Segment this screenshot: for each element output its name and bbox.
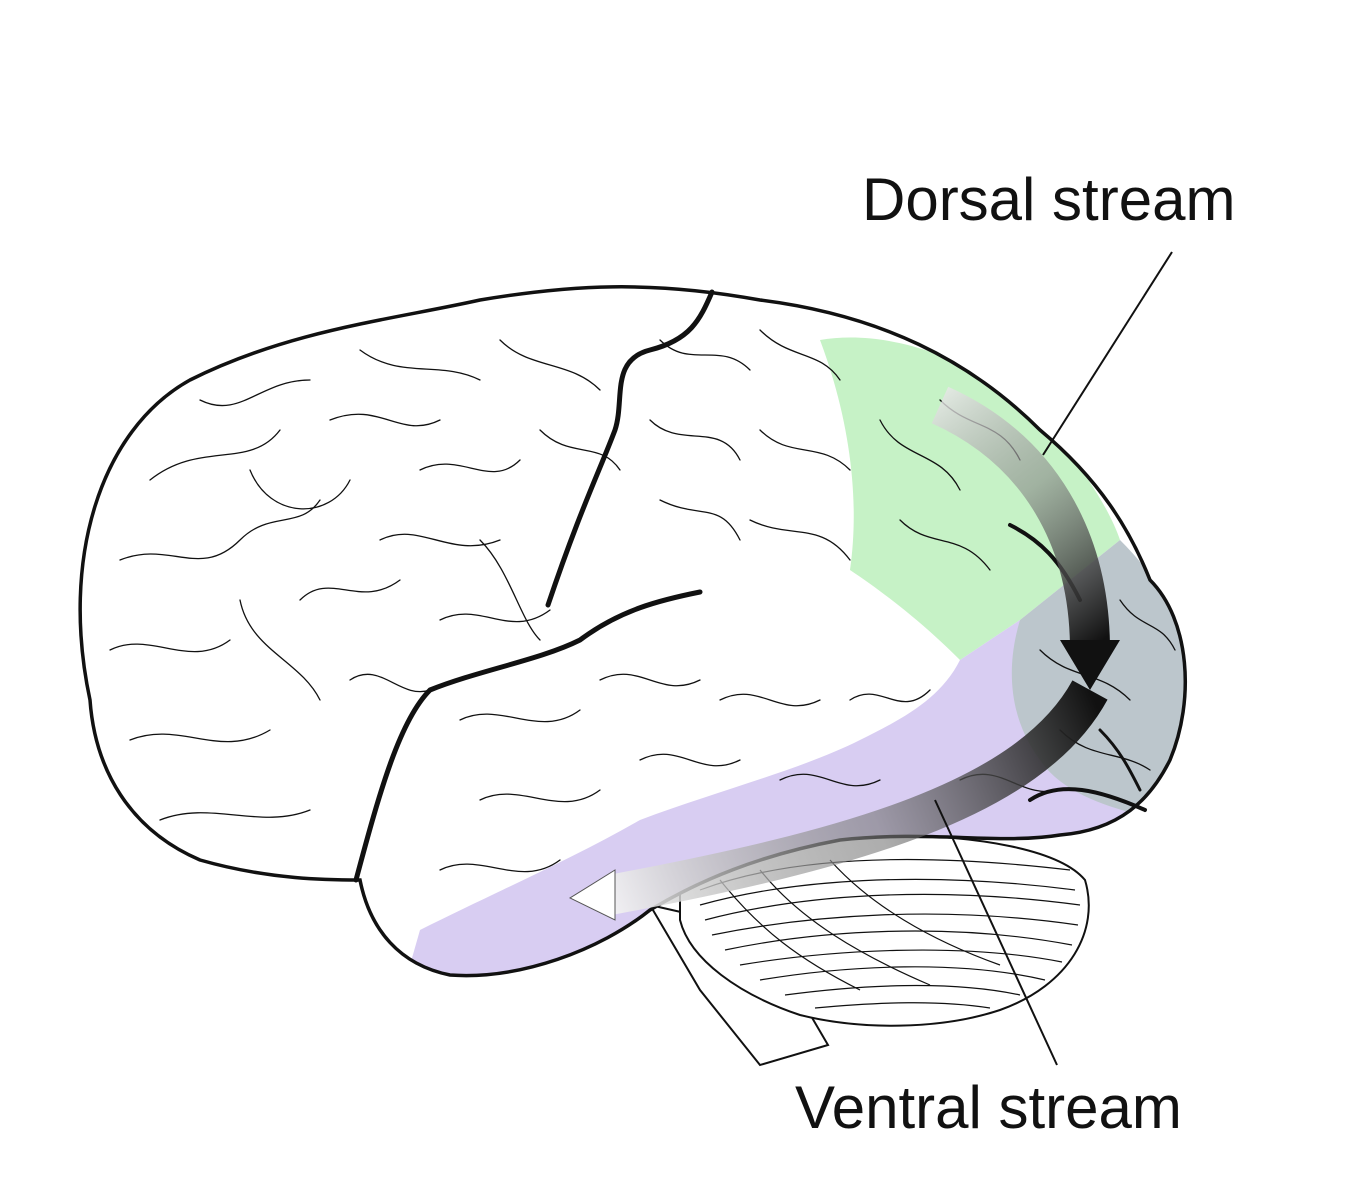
ventral-leader-line	[934, 799, 1058, 1066]
brain-outline	[78, 285, 1188, 978]
ventral-stream-arrow	[568, 679, 1108, 921]
central-sulcus	[545, 289, 715, 608]
cerebellum	[679, 833, 1090, 1027]
occipital-boundary	[1028, 787, 1147, 812]
dorsal-leader-line	[1042, 251, 1173, 456]
dorsal-stream-label: Dorsal stream	[862, 166, 1236, 233]
dorsal-region	[820, 337, 1120, 660]
lateral-sulcus	[353, 589, 703, 883]
ventral-stream-label: Ventral stream	[795, 1074, 1182, 1141]
dorsal-stream-arrow	[931, 386, 1120, 690]
